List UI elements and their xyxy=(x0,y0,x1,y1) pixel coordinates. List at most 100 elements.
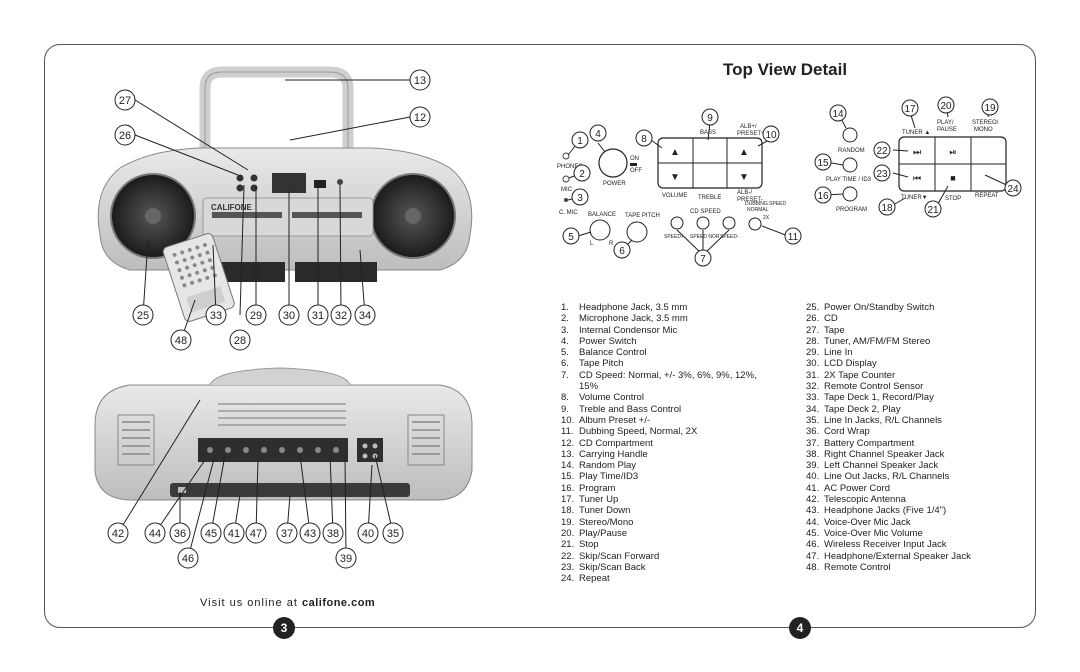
callout-40: 40 xyxy=(357,522,379,544)
dubbing-button[interactable] xyxy=(748,217,762,231)
callout-39: 39 xyxy=(335,547,357,569)
callout-26: 26 xyxy=(114,124,136,146)
label-dubbing: DUBBING SPEED xyxy=(745,201,787,207)
legend-item: 6.Tape Pitch xyxy=(561,358,806,369)
label-speed-plus: SPEED+ xyxy=(664,234,684,240)
callout-9: 9 xyxy=(701,108,719,126)
stop-icon[interactable]: ■ xyxy=(950,173,955,183)
legend-item: 18.Tuner Down xyxy=(561,505,806,516)
legend-item-number: 45. xyxy=(806,527,820,539)
callout-32: 32 xyxy=(330,304,352,326)
label-phones: PHONES xyxy=(557,164,582,170)
legend-item: 43.Headphone Jacks (Five 1/4") xyxy=(806,505,1026,516)
legend-item: 13.Carrying Handle xyxy=(561,449,806,460)
power-knob[interactable] xyxy=(598,148,628,178)
legend-item-number: 10. xyxy=(561,414,575,426)
svg-text:31: 31 xyxy=(312,310,324,322)
legend-item-text: Voice-Over Mic Volume xyxy=(824,527,923,539)
speed-plus-button[interactable] xyxy=(670,216,684,230)
callout-14: 14 xyxy=(829,104,847,122)
callout-45: 45 xyxy=(200,522,222,544)
speed-minus-button[interactable] xyxy=(722,216,736,230)
album-preset-down-icon[interactable]: ▼ xyxy=(739,172,749,183)
legend-item-text: Volume Control xyxy=(579,392,644,404)
page-frame xyxy=(44,44,1036,628)
svg-text:42: 42 xyxy=(112,528,124,540)
callout-30: 30 xyxy=(278,304,300,326)
svg-text:16: 16 xyxy=(817,191,829,202)
skip-forward-icon[interactable]: ⏭ xyxy=(913,147,921,157)
legend-item-text: Dubbing Speed, Normal, 2X xyxy=(579,426,698,438)
svg-text:4: 4 xyxy=(595,129,601,140)
legend-item: 1.Headphone Jack, 3.5 mm xyxy=(561,302,806,313)
label-normal: NORMAL xyxy=(747,207,769,213)
legend-item-number: 2. xyxy=(561,313,569,325)
callout-35: 35 xyxy=(382,522,404,544)
skip-back-icon[interactable]: ⏮ xyxy=(913,173,921,183)
random-button[interactable] xyxy=(842,127,858,143)
legend-item-text: Microphone Jack, 3.5 mm xyxy=(579,313,688,325)
legend-item-text: Wireless Receiver Input Jack xyxy=(824,539,947,551)
photo-callouts: 13 12 27 26 25 48 33 28 29 30 31 32 34 4… xyxy=(107,69,431,569)
volume-down-icon[interactable]: ▼ xyxy=(670,172,680,183)
legend-item-number: 23. xyxy=(561,561,575,573)
callout-41: 41 xyxy=(223,522,245,544)
legend-item-text: Tuner Down xyxy=(579,505,631,517)
legend-item-text: Tape xyxy=(824,324,845,336)
svg-text:34: 34 xyxy=(359,310,371,322)
legend-item-text: Line In xyxy=(824,347,853,359)
svg-text:36: 36 xyxy=(174,528,186,540)
play-time-button[interactable] xyxy=(842,157,858,173)
legend-item-number: 43. xyxy=(806,505,820,517)
label-off: OFF xyxy=(630,168,642,174)
svg-text:17: 17 xyxy=(904,104,916,115)
label-cmic: C. MIC xyxy=(559,210,578,216)
label-play-pause-2: PAUSE xyxy=(937,127,957,133)
legend-item-text: Stereo/Mono xyxy=(579,516,634,528)
legend-item: 37.Battery Compartment xyxy=(806,438,1026,449)
legend-item-number: 12. xyxy=(561,437,575,449)
legend-item-number: 5. xyxy=(561,347,569,359)
callout-37: 37 xyxy=(276,522,298,544)
label-alb-plus: ALB+/ xyxy=(740,124,757,130)
legend-item: 28.Tuner, AM/FM/FM Stereo xyxy=(806,336,1026,347)
callout-15: 15 xyxy=(814,153,832,171)
legend-item-number: 19. xyxy=(561,516,575,528)
callout-19: 19 xyxy=(981,98,999,116)
svg-text:28: 28 xyxy=(234,335,246,347)
play-pause-icon[interactable]: ⏯ xyxy=(949,147,956,157)
callout-27: 27 xyxy=(114,89,136,111)
footer-visit-link[interactable]: califone.com xyxy=(301,597,376,609)
callout-31: 31 xyxy=(307,304,329,326)
callout-47: 47 xyxy=(245,522,267,544)
legend-item-text: AC Power Cord xyxy=(824,482,890,494)
callout-10: 10 xyxy=(762,125,780,143)
legend-item-text: Telescopic Antenna xyxy=(824,494,906,506)
label-stereo-1: STEREO/ xyxy=(972,120,999,126)
callout-23: 23 xyxy=(873,164,891,182)
balance-knob[interactable] xyxy=(589,219,611,241)
callout-17: 17 xyxy=(901,99,919,117)
legend-item-number: 22. xyxy=(561,550,575,562)
svg-text:24: 24 xyxy=(1007,184,1019,195)
legend-item: 21.Stop xyxy=(561,539,806,550)
speed-normal-button[interactable] xyxy=(696,216,710,230)
callout-13: 13 xyxy=(409,69,431,91)
legend-item-number: 38. xyxy=(806,448,820,460)
legend-item-text: Treble and Bass Control xyxy=(579,403,682,415)
volume-up-icon[interactable]: ▲ xyxy=(670,147,680,158)
svg-text:41: 41 xyxy=(228,528,240,540)
legend-item-text: LCD Display xyxy=(824,358,877,370)
tape-pitch-knob[interactable] xyxy=(626,221,648,243)
callout-21: 21 xyxy=(924,200,942,218)
legend-item: 35.Line In Jacks, R/L Channels xyxy=(806,415,1026,426)
legend-item-number: 7. xyxy=(561,369,569,381)
legend-item-number: 4. xyxy=(561,335,569,347)
album-preset-up-icon[interactable]: ▲ xyxy=(739,147,749,158)
svg-text:18: 18 xyxy=(881,203,893,214)
program-button[interactable] xyxy=(842,186,858,202)
legend-item-number: 42. xyxy=(806,494,820,506)
legend-item: 48.Remote Control xyxy=(806,562,1026,573)
legend-item: 24.Repeat xyxy=(561,573,806,584)
callout-16: 16 xyxy=(814,186,832,204)
